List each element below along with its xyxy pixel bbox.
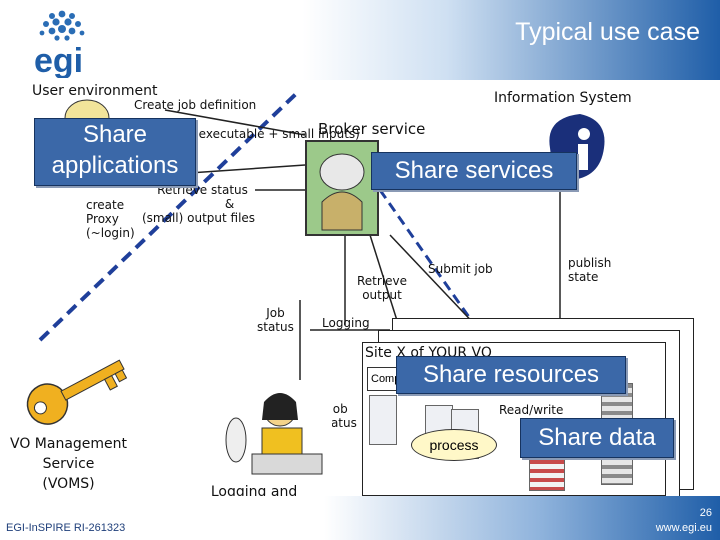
create-job-definition-label: Create job definition	[134, 98, 257, 112]
footer-bar	[0, 496, 720, 540]
create-proxy-label: create Proxy (~login)	[86, 198, 135, 240]
share-applications-callout: Share applications	[34, 118, 196, 186]
logging-label: Logging	[322, 316, 370, 330]
key-image	[14, 350, 134, 430]
job-status-label-1: Job status	[257, 306, 294, 334]
computing-label: Comp	[371, 373, 401, 385]
process-ellipse: process	[411, 429, 497, 461]
retrieve-output-label: Retrieve output	[357, 274, 408, 302]
slide-title: Typical use case	[515, 18, 700, 46]
share-resources-callout: Share resources	[396, 356, 626, 394]
retrieve-status-line-2: &	[224, 197, 235, 211]
dashed-broker-link	[378, 189, 522, 391]
page-number: 26	[699, 507, 712, 519]
submit-job-label: Submit job	[428, 262, 493, 276]
arrow-retrieve-output	[369, 234, 401, 331]
voms-label: VO Management Service (VOMS)	[10, 436, 128, 492]
broker-service-label: Broker service	[318, 120, 426, 138]
broker-service-image	[305, 140, 379, 236]
publish-state-label: publish state	[568, 256, 612, 284]
retrieve-status-label: Retrieve status & (small) output files	[142, 183, 255, 225]
egi-logo-graphic: egi	[34, 10, 85, 80]
information-system-label: Information System	[494, 90, 632, 106]
arrow-submit-job	[389, 234, 481, 331]
retrieve-status-line-1: Retrieve status	[157, 183, 248, 197]
dashed-voms-link	[38, 88, 302, 342]
share-data-callout: Share data	[520, 418, 674, 458]
executable-inputs-label: (executable + small inputs)	[194, 127, 360, 141]
svg-text:egi: egi	[34, 42, 83, 78]
worker-node-1	[369, 395, 397, 445]
process-label: process	[429, 437, 479, 453]
arrow-create-job	[164, 109, 306, 136]
lb-service-image	[222, 380, 332, 480]
title-bar	[0, 0, 720, 80]
footer-project-id: EGI-InSPIRE RI-261323	[6, 522, 126, 534]
share-services-callout: Share services	[371, 152, 577, 190]
user-environment-label: User environment	[32, 83, 158, 99]
read-write-label: Read/write	[499, 403, 564, 417]
footer-url: www.egi.eu	[655, 522, 712, 534]
retrieve-status-line-3: (small) output files	[142, 211, 256, 225]
key-icon	[26, 359, 128, 425]
egi-logo: egi	[12, 4, 152, 80]
broker-figure-icon	[319, 153, 365, 231]
lb-person-icon	[225, 393, 323, 475]
